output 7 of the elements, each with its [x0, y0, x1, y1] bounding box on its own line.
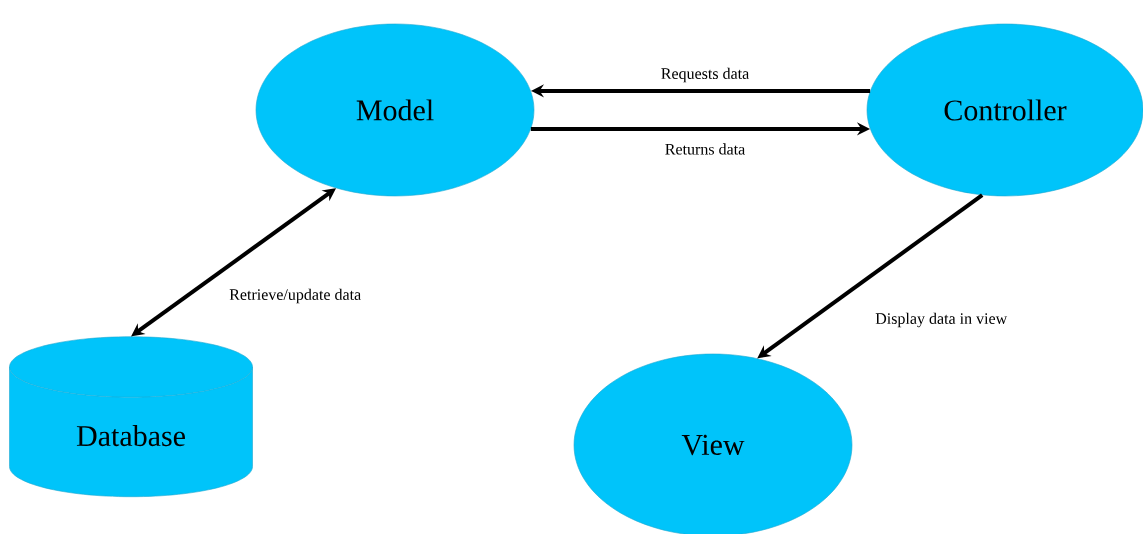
edge-label: Returns data — [663, 142, 747, 156]
edge-label: Retrieve/update data — [228, 287, 363, 305]
edge-label: Display data in view — [874, 311, 1009, 329]
database-cylinder: Database — [9, 336, 253, 498]
ellipse-node: Model — [255, 23, 535, 197]
ellipse-node: Controller — [866, 23, 1143, 197]
edge-label: Requests data — [659, 66, 751, 84]
